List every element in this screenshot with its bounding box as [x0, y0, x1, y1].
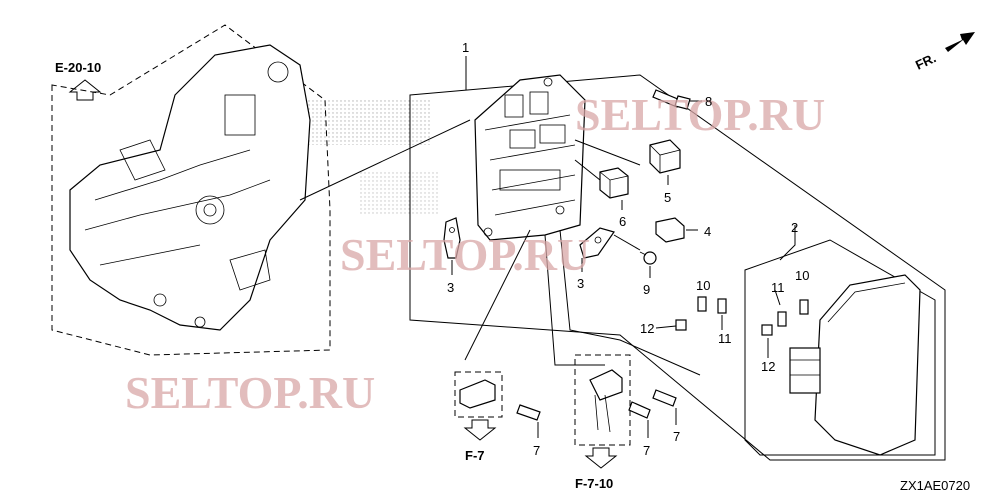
- callout-10-a[interactable]: 10: [696, 278, 710, 293]
- arrow-down-icon: [584, 447, 618, 469]
- bolt-7-a: [516, 404, 541, 421]
- bolt-7-b: [628, 401, 651, 419]
- callout-11-a[interactable]: 11: [718, 331, 732, 346]
- front-arrow-icon: [945, 32, 975, 52]
- callout-7-b[interactable]: 7: [643, 443, 650, 458]
- ref-e-20-10[interactable]: E-20-10: [55, 60, 102, 101]
- watermark-bottom: SELTOP.RU: [125, 367, 375, 418]
- fuse-10-a: [697, 296, 707, 312]
- fuse-11-a: [717, 298, 727, 314]
- terminal-group-f7: [454, 371, 503, 418]
- callout-12-b[interactable]: 12: [761, 359, 775, 374]
- relay-5: [649, 139, 681, 174]
- terminal-group-f7-10: [574, 354, 631, 446]
- screw-9: [639, 251, 657, 265]
- callout-8[interactable]: 8: [705, 94, 712, 109]
- housing-assembly: [51, 24, 331, 356]
- front-direction-label: FR.: [913, 50, 938, 72]
- fuse-holder-4: [655, 217, 685, 243]
- callout-3-right[interactable]: 3: [577, 276, 584, 291]
- ref-f-7-10-label: F-7-10: [575, 476, 613, 491]
- callout-7-c[interactable]: 7: [673, 429, 680, 444]
- fuse-11-b: [777, 311, 787, 327]
- callout-7-a[interactable]: 7: [533, 443, 540, 458]
- fuse-10-b: [799, 299, 809, 315]
- bracket-3-left: [443, 217, 461, 259]
- ref-e-20-10-label: E-20-10: [55, 60, 101, 75]
- callout-9[interactable]: 9: [643, 282, 650, 297]
- ref-f-7-10[interactable]: F-7-10: [575, 447, 618, 491]
- watermark-mid: SELTOP.RU: [340, 229, 590, 280]
- callout-2[interactable]: 2: [791, 220, 798, 235]
- watermark-top: SELTOP.RU: [575, 89, 825, 140]
- diagram-code: ZX1AE0720: [900, 478, 970, 493]
- fuse-12-a: [675, 319, 687, 331]
- front-direction-indicator: FR.: [913, 32, 975, 73]
- bolt-8: [652, 89, 691, 110]
- callout-11-b[interactable]: 11: [771, 280, 785, 295]
- callout-3-left[interactable]: 3: [447, 280, 454, 295]
- callout-12-a[interactable]: 12: [640, 321, 654, 336]
- fuse-12-b: [761, 324, 773, 336]
- ref-f-7-label: F-7: [465, 448, 485, 463]
- arrow-up-icon: [68, 79, 102, 101]
- callout-4[interactable]: 4: [704, 224, 711, 239]
- callout-6[interactable]: 6: [619, 214, 626, 229]
- callout-1[interactable]: 1: [462, 40, 469, 55]
- bolt-7-c: [652, 389, 677, 407]
- callout-10-b[interactable]: 10: [795, 268, 809, 283]
- bracket-3-right: [579, 227, 615, 259]
- callout-5[interactable]: 5: [664, 190, 671, 205]
- arrow-down-icon: [463, 419, 497, 441]
- ref-f-7[interactable]: F-7: [463, 419, 497, 463]
- cover-2: [789, 274, 921, 456]
- control-unit: [474, 74, 586, 241]
- relay-6: [599, 167, 629, 199]
